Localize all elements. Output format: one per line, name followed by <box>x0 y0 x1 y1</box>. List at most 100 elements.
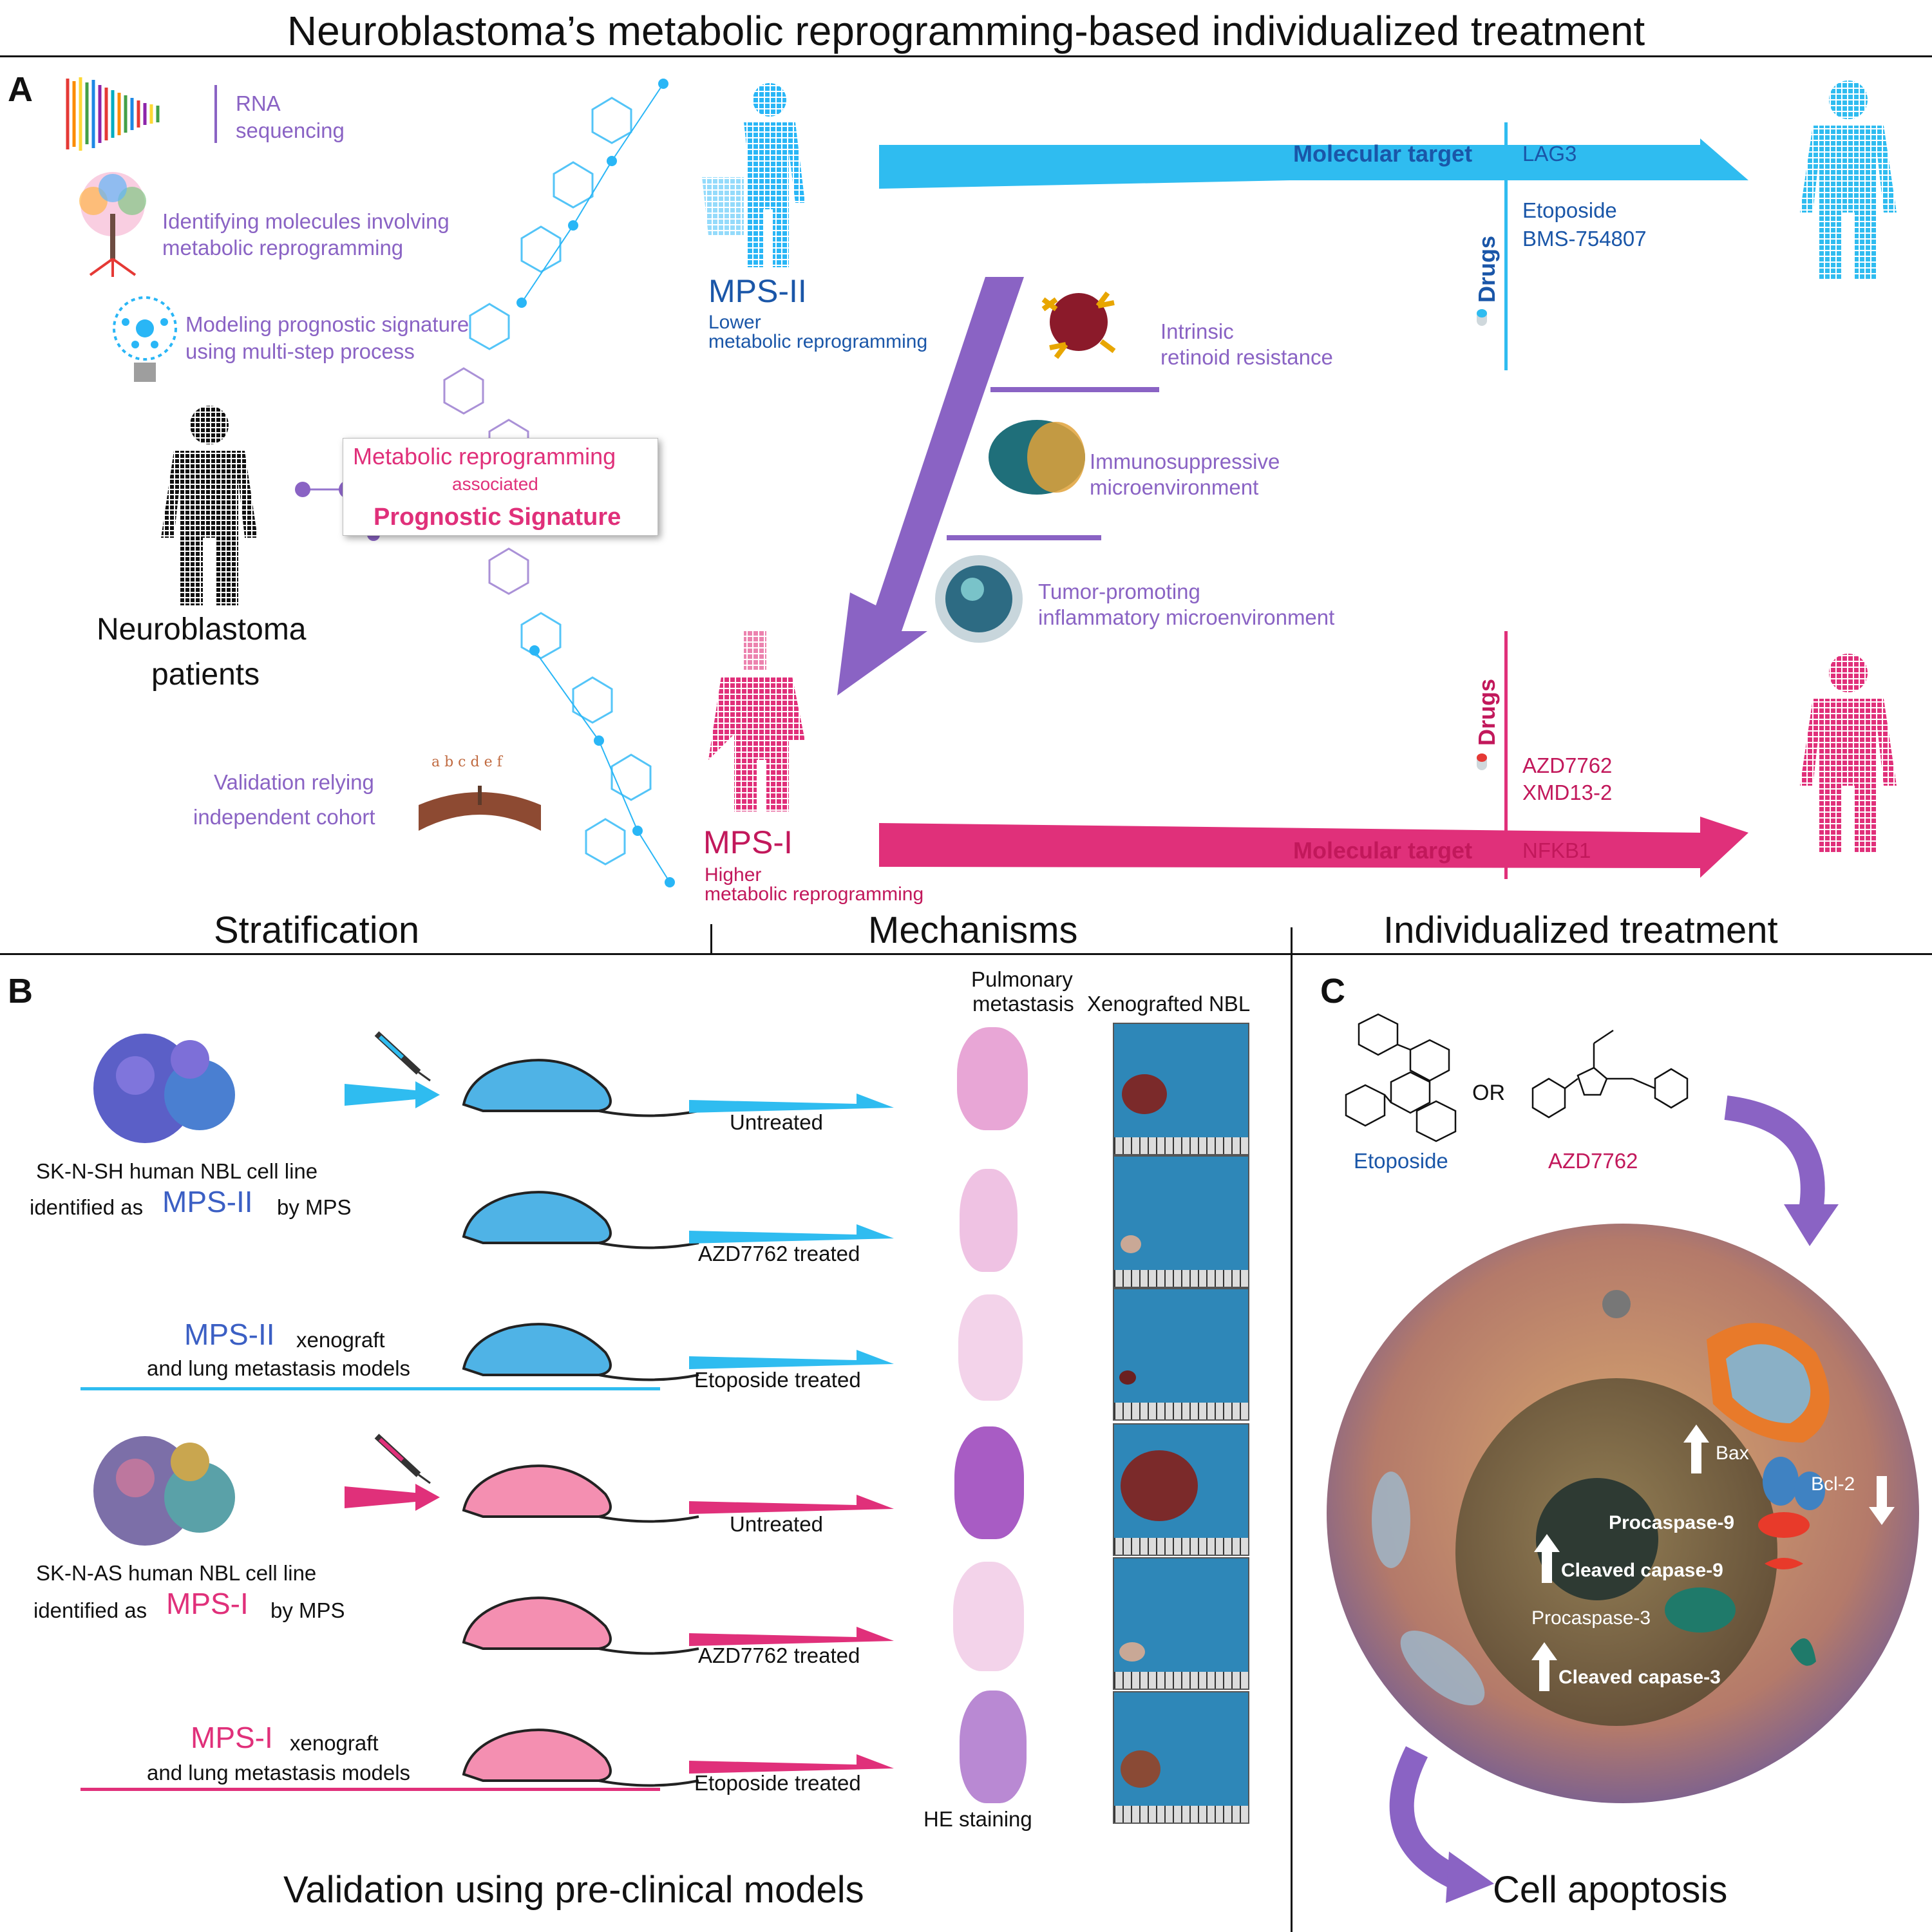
mouse-pink-1 <box>462 1464 699 1523</box>
treat-label-pink-1: Untreated <box>730 1512 823 1536</box>
panel-b-label: B <box>8 972 33 1010</box>
mps1-patient-figure <box>1800 654 1897 853</box>
model2-line-1: xenograft <box>296 1328 385 1352</box>
mps1-drug-1: AZD7762 <box>1522 753 1613 777</box>
figure-title: Neuroblastoma’s metabolic reprogramming-… <box>287 8 1645 54</box>
patient-silhouette-icon <box>161 406 258 605</box>
svg-text:a b c d e f: a b c d e f <box>431 754 504 770</box>
signature-box <box>343 438 658 536</box>
patients-label-1: Neuroblastoma <box>97 612 307 647</box>
xeno-photo-5 <box>1113 1557 1249 1690</box>
syringe-icon-bottom <box>374 1434 431 1484</box>
tumor-2 <box>1121 1235 1141 1253</box>
mouse-pink-2 <box>462 1596 699 1655</box>
tumor-3 <box>1119 1370 1136 1385</box>
sksh-line-1: SK-N-SH human NBL cell line <box>36 1159 318 1183</box>
drug-a-label: Etoposide <box>1354 1149 1448 1173</box>
model1-line-2: and lung metastasis models <box>147 1761 411 1785</box>
procasp9-label: Procaspase-9 <box>1609 1512 1735 1533</box>
tumor-cell-icon <box>935 555 1023 643</box>
panel-b-footer: Validation using pre-clinical models <box>283 1869 864 1911</box>
xeno-photo-2 <box>1113 1155 1249 1288</box>
inject-arrow-blue <box>345 1081 440 1108</box>
skas-prefix: identified as <box>33 1598 147 1622</box>
ruler <box>1114 1806 1248 1823</box>
mechanism-3-line-2: inflammatory microenvironment <box>1038 605 1335 629</box>
tumor-1 <box>1122 1074 1167 1114</box>
arrow-up-bax-icon <box>1683 1425 1709 1473</box>
mps1-treatment-divider <box>1504 631 1508 879</box>
drug-b-label: AZD7762 <box>1548 1149 1638 1173</box>
mps2-patient-figure <box>1800 80 1897 280</box>
mps2-treatment-arrow <box>879 138 1748 189</box>
modeling-label-2: using multi-step process <box>185 339 415 363</box>
curved-arrow-bottom <box>1389 1746 1494 1903</box>
procasp3-label: Procaspase-3 <box>1531 1607 1651 1629</box>
signature-line-3: Prognostic Signature <box>374 504 621 531</box>
modeling-label-1: Modeling prognostic signature <box>185 312 469 336</box>
inject-arrow-pink <box>345 1484 440 1511</box>
mps1-target-value: NFKB1 <box>1522 838 1591 862</box>
identify-label-1: Identifying molecules involving <box>162 209 450 233</box>
mps1-label: MPS-I <box>703 824 793 860</box>
model1-line-1: xenograft <box>290 1731 379 1755</box>
lung-slice-2 <box>960 1169 1018 1272</box>
syringe-icon-top <box>374 1031 431 1082</box>
mps2-target-value: LAG3 <box>1522 142 1577 166</box>
model2-mps: MPS-II <box>184 1318 275 1351</box>
treatment-heading: Individualized treatment <box>1383 909 1778 951</box>
he-staining-label: HE staining <box>923 1807 1032 1831</box>
mechanism-3-line-1: Tumor-promoting <box>1038 580 1200 603</box>
lung-slice-1 <box>957 1027 1028 1130</box>
mps2-treatment-divider <box>1504 122 1508 370</box>
title-divider <box>0 55 1932 57</box>
mps1-drug-2: XMD13-2 <box>1522 781 1613 804</box>
etoposide-structure <box>1345 1013 1457 1142</box>
mouse-blue-2 <box>462 1191 699 1249</box>
bax-label: Bax <box>1716 1443 1749 1464</box>
validation-label-1: Validation relying <box>214 770 374 794</box>
mps2-label: MPS-II <box>708 273 807 309</box>
ruler <box>1114 1538 1248 1555</box>
mouse-blue-1 <box>462 1059 699 1117</box>
model1-mps: MPS-I <box>191 1721 273 1754</box>
antibody-cell-icon <box>1041 291 1116 359</box>
immune-cell-icon <box>989 420 1085 495</box>
cleaved9-label: Cleaved capase-9 <box>1561 1560 1723 1581</box>
ruler <box>1114 1270 1248 1287</box>
stratification-heading: Stratification <box>214 909 420 951</box>
model1-underline <box>80 1788 660 1791</box>
identify-label-2: metabolic reprogramming <box>162 236 404 260</box>
azd7762-structure <box>1531 1029 1689 1119</box>
signature-line-1: Metabolic reprogramming <box>353 443 616 469</box>
mechanism-1-line-2: retinoid resistance <box>1160 345 1333 369</box>
panel-a-divider <box>0 953 1932 955</box>
tree-icon <box>79 172 146 277</box>
mps1-treatment-arrow <box>879 817 1748 878</box>
xeno-col: Xenografted NBL <box>1087 992 1251 1016</box>
lung-slice-3 <box>958 1294 1023 1401</box>
treat-label-blue-3: Etoposide treated <box>694 1368 861 1392</box>
ruler <box>1114 1672 1248 1689</box>
mechanism-2-line-1: Immunosuppressive <box>1090 450 1280 473</box>
mechanism-2-line-2: microenvironment <box>1090 475 1259 499</box>
mouse-blue-3 <box>462 1323 699 1381</box>
treat-label-pink-3: Etoposide treated <box>694 1771 861 1795</box>
cleaved3-label: Cleaved capase-3 <box>1558 1667 1721 1688</box>
mps1-target-label: Molecular target <box>1293 837 1473 864</box>
lung-slice-5 <box>953 1562 1024 1671</box>
sksh-mps: MPS-II <box>162 1185 253 1218</box>
ruler <box>1114 1403 1248 1419</box>
mps2-drugs-label: Drugs <box>1473 235 1500 303</box>
capsule-blue-icon <box>1477 309 1487 326</box>
tumor-5 <box>1119 1642 1145 1662</box>
rna-seq-label-2: sequencing <box>236 118 345 142</box>
xeno-photo-6 <box>1113 1691 1249 1824</box>
treat-arrow-pink-2 <box>689 1627 894 1646</box>
metastasis-col-2: metastasis <box>972 992 1074 1016</box>
mechanisms-heading: Mechanisms <box>868 909 1078 951</box>
mechanism-1-line-1: Intrinsic <box>1160 319 1234 343</box>
tumor-4 <box>1121 1450 1198 1521</box>
arrow-up-casp9-icon <box>1534 1534 1560 1583</box>
treat-label-blue-2: AZD7762 treated <box>698 1242 860 1265</box>
